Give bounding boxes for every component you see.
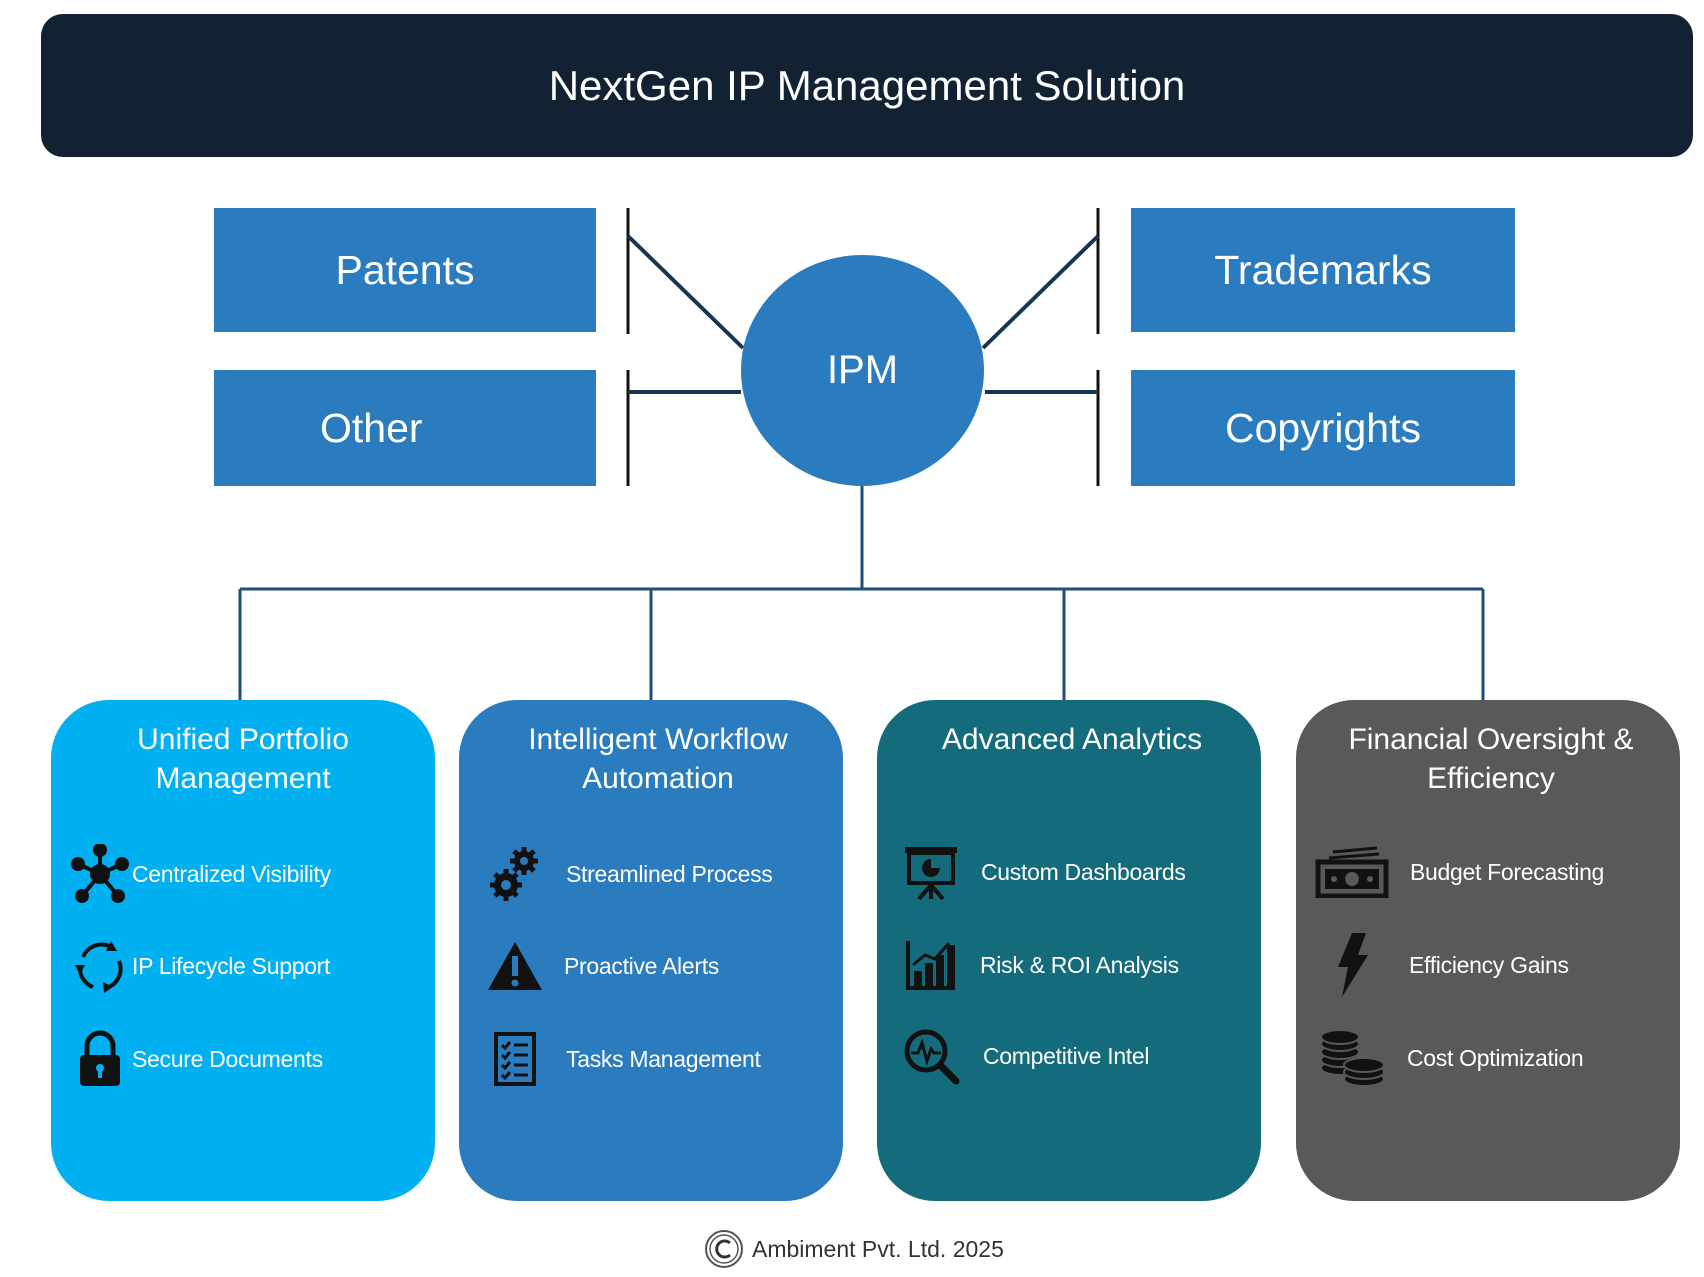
feature-item: Custom Dashboards: [899, 840, 1186, 904]
feature-item: Budget Forecasting: [1314, 840, 1604, 904]
pillar-title: Unified Portfolio Management: [137, 723, 349, 795]
lightning-icon: [1314, 933, 1390, 997]
feature-label: Competitive Intel: [983, 1042, 1150, 1069]
pillar-intelligent-workflow: Intelligent Workflow Automation Streamli…: [459, 700, 843, 1201]
feature-label: IP Lifecycle Support: [132, 952, 331, 979]
ipm-hub: IPM: [741, 255, 984, 486]
pillar-title: Intelligent Workflow Automation: [528, 723, 788, 795]
bar-chart-icon: [899, 933, 963, 997]
pillar-title: Advanced Analytics: [941, 723, 1203, 756]
category-other-label: Other: [320, 404, 423, 451]
feature-item: IP Lifecycle Support: [68, 934, 330, 998]
feature-label: Centralized Visibility: [132, 860, 331, 887]
pillar-advanced-analytics: Advanced Analytics Custom Dashboards Ris…: [877, 700, 1261, 1201]
ipm-hub-label: IPM: [826, 348, 899, 392]
feature-item: Competitive Intel: [899, 1024, 1150, 1088]
feature-item: Risk & ROI Analysis: [899, 933, 1179, 997]
feature-label: Efficiency Gains: [1409, 951, 1569, 978]
category-patents: Patents: [214, 208, 596, 332]
copyright-icon: [705, 1230, 743, 1268]
category-patents-label: Patents: [335, 246, 475, 293]
feature-label: Cost Optimization: [1407, 1044, 1584, 1071]
feature-item: Cost Optimization: [1314, 1026, 1584, 1090]
feature-item: Streamlined Process: [483, 842, 773, 906]
presentation-chart-icon: [899, 840, 963, 904]
feature-label: Streamlined Process: [566, 860, 773, 887]
network-hub-icon: [68, 842, 132, 906]
magnifier-pulse-icon: [899, 1024, 963, 1088]
feature-item: Proactive Alerts: [483, 934, 719, 998]
feature-item: Tasks Management: [483, 1027, 761, 1091]
pillar-financial-oversight: Financial Oversight & Efficiency Budget …: [1296, 700, 1680, 1201]
checklist-icon: [483, 1027, 547, 1091]
gears-icon: [483, 842, 547, 906]
feature-label: Custom Dashboards: [981, 858, 1186, 885]
category-other: Other: [214, 370, 596, 486]
cycle-arrows-icon: [68, 934, 132, 998]
footer-text: Ambiment Pvt. Ltd. 2025: [752, 1235, 1004, 1262]
feature-label: Budget Forecasting: [1410, 858, 1605, 885]
title-banner: NextGen IP Management Solution: [41, 14, 1693, 157]
category-trademarks: Trademarks: [1131, 208, 1515, 332]
category-trademarks-label: Trademarks: [1214, 246, 1432, 293]
feature-item: Secure Documents: [68, 1027, 323, 1091]
pillar-title: Financial Oversight & Efficiency: [1348, 723, 1634, 795]
feature-label: Secure Documents: [132, 1045, 323, 1072]
feature-label: Proactive Alerts: [564, 952, 719, 979]
category-copyrights: Copyrights: [1131, 370, 1515, 486]
pillar-unified-portfolio: Unified Portfolio Management Centralized…: [51, 700, 435, 1201]
footer: Ambiment Pvt. Ltd. 2025: [704, 1227, 1004, 1271]
feature-label: Tasks Management: [566, 1045, 761, 1072]
feature-item: Centralized Visibility: [68, 842, 331, 906]
feature-item: Efficiency Gains: [1314, 933, 1569, 997]
coins-icon: [1314, 1026, 1390, 1090]
warning-icon: [483, 934, 547, 998]
feature-label: Risk & ROI Analysis: [980, 951, 1179, 978]
category-copyrights-label: Copyrights: [1225, 404, 1421, 451]
padlock-icon: [68, 1027, 132, 1091]
cash-stack-icon: [1314, 840, 1390, 904]
page-title: NextGen IP Management Solution: [548, 61, 1186, 109]
